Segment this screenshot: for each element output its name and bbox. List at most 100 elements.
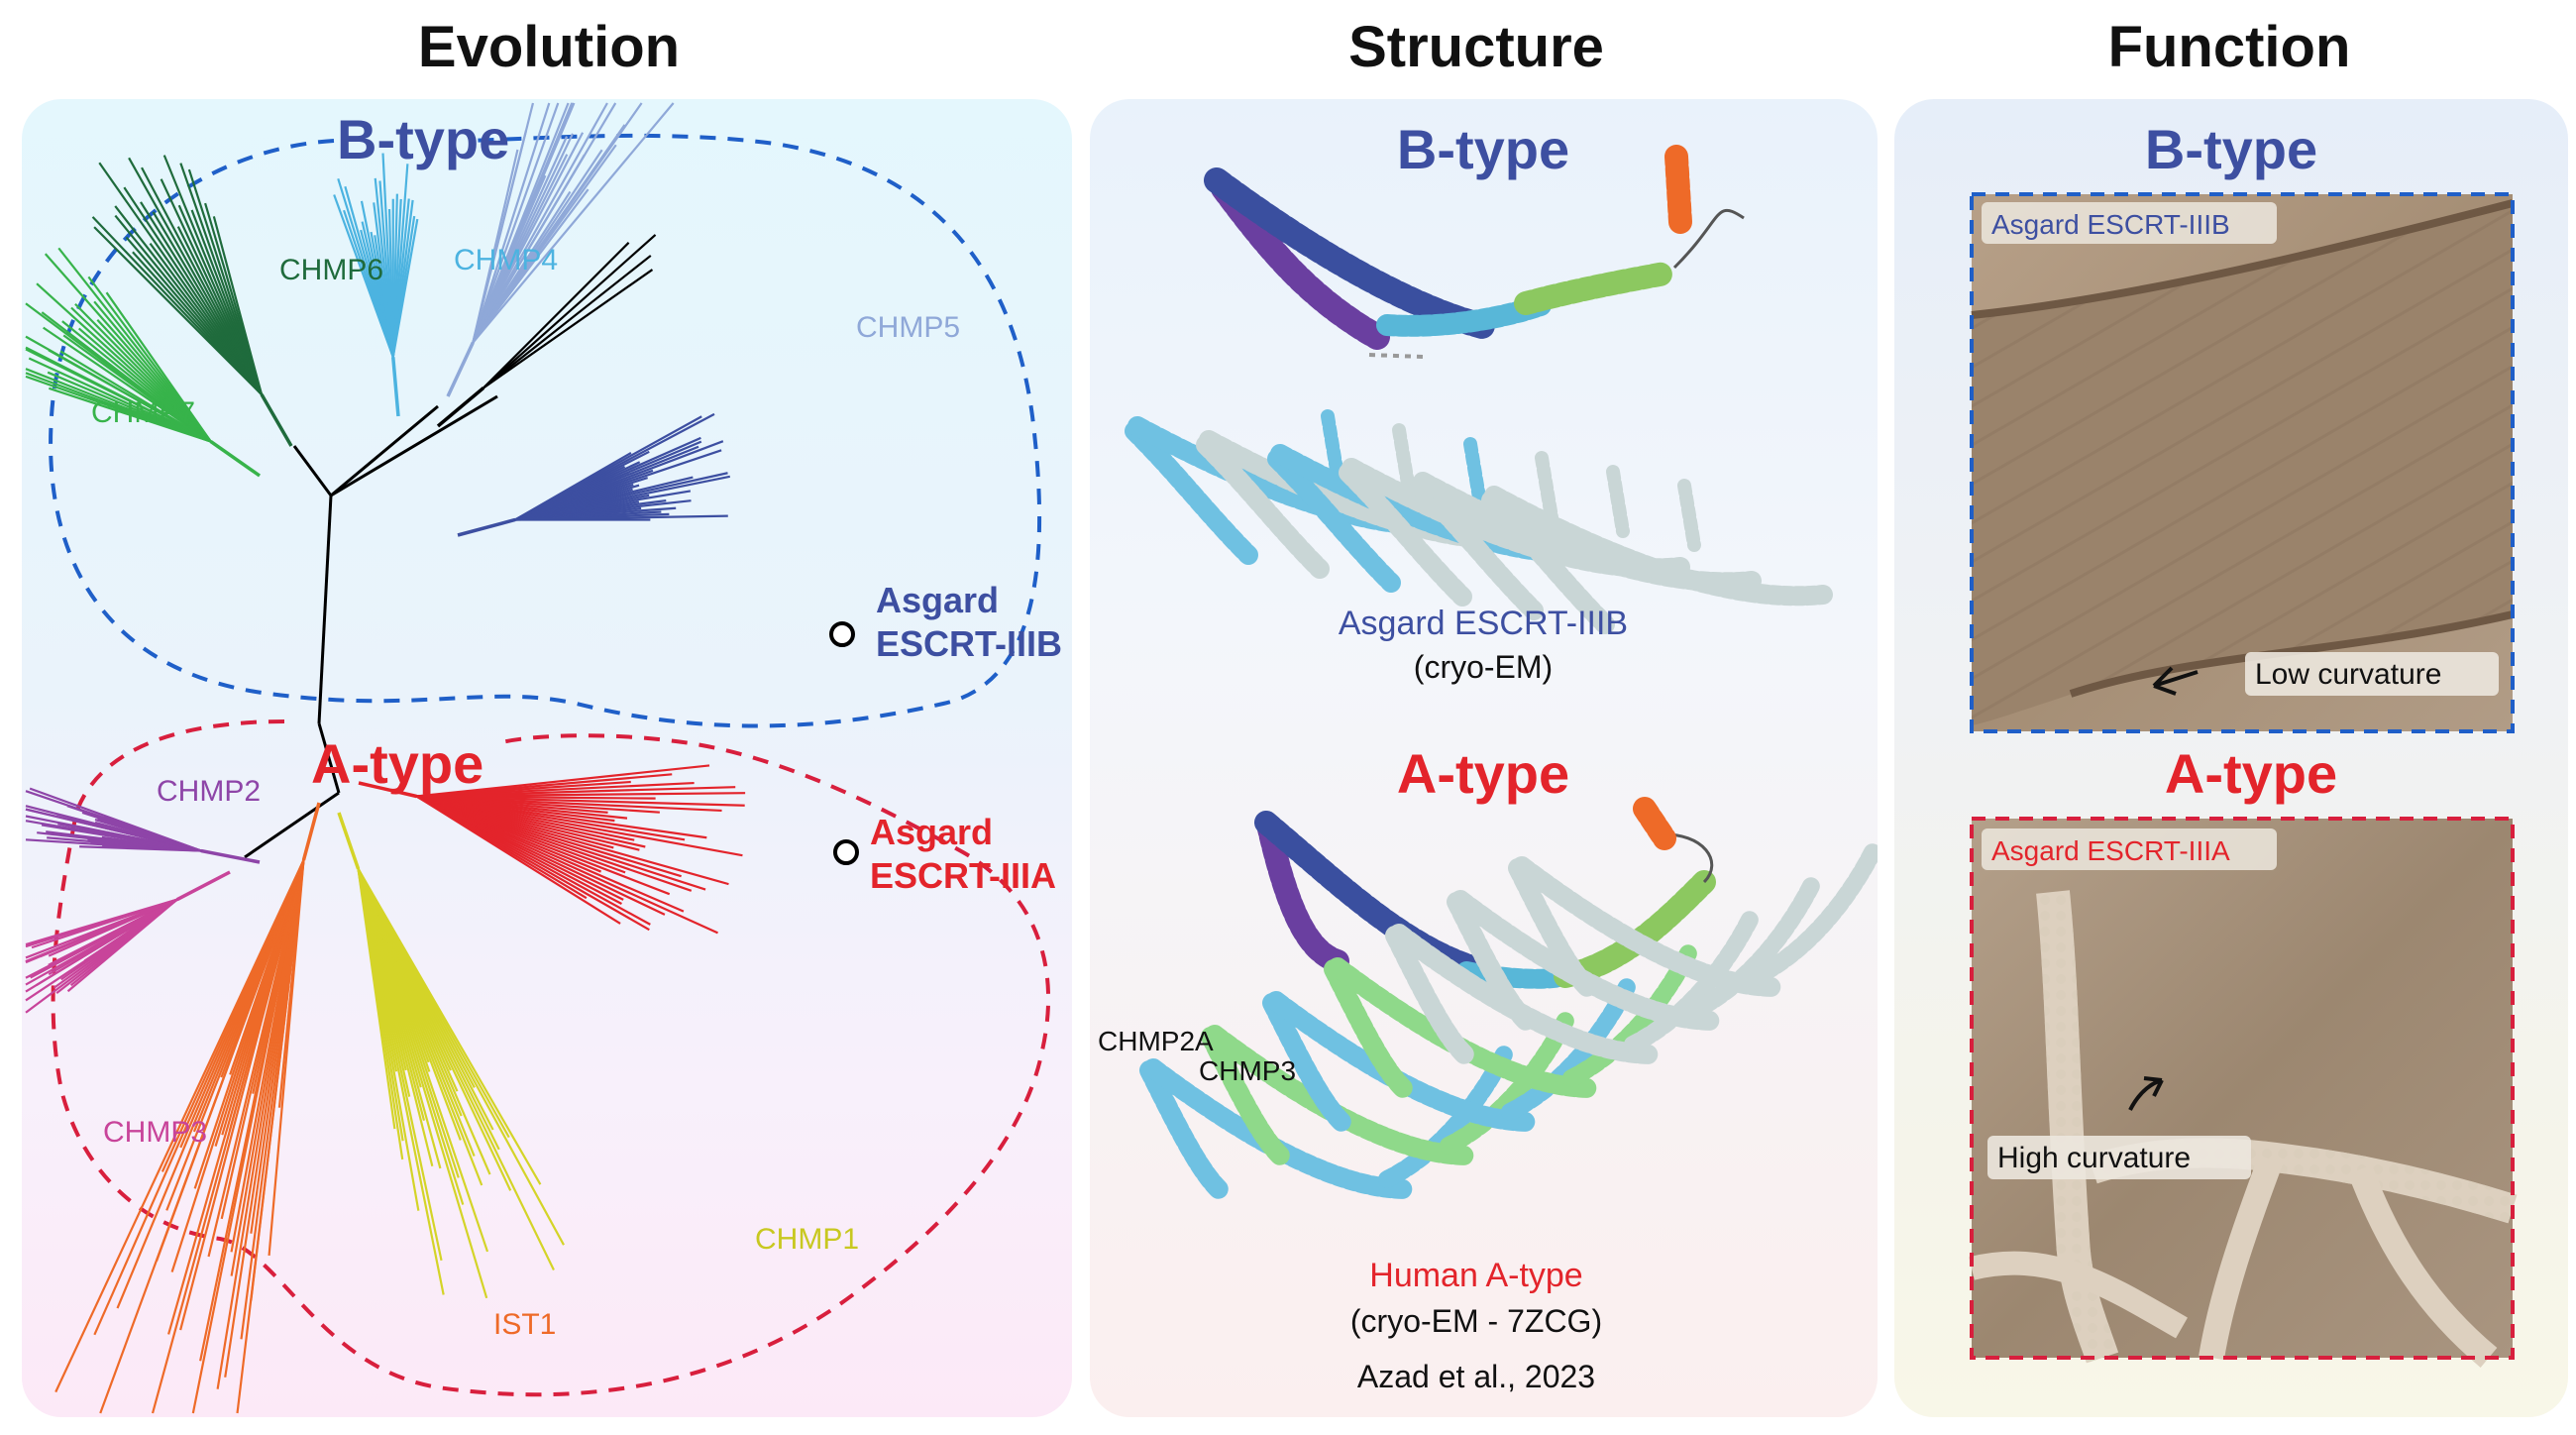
helix-segment bbox=[1484, 486, 1833, 607]
clade-chmp5: CHMP5 bbox=[856, 311, 960, 344]
chmp7-branch bbox=[25, 372, 212, 443]
struct-a-caption: Human A-type bbox=[1369, 1257, 1582, 1294]
chmp7-branch bbox=[36, 282, 212, 443]
struct-citation: Azad et al., 2023 bbox=[1357, 1359, 1595, 1394]
chmp5-branch bbox=[472, 102, 608, 344]
structure-title: Structure bbox=[1348, 15, 1604, 79]
chmp7-branch bbox=[105, 291, 212, 443]
asgard-a-branch bbox=[415, 795, 621, 925]
chmp2-branch bbox=[200, 848, 261, 864]
chmp5-branch bbox=[472, 130, 528, 343]
tree-backbone bbox=[330, 394, 498, 497]
helix-segment bbox=[1508, 858, 1597, 997]
asgard-b-label-line2: ESCRT-IIIB bbox=[876, 623, 1062, 664]
phylogenetic-tree: B-type A-type CHMP6 CHMP4 CHMP5 CHMP7 CH… bbox=[25, 102, 1062, 1414]
tree-backbone bbox=[292, 445, 333, 497]
asgard-b-label-line1: Asgard bbox=[876, 580, 999, 620]
black-branch bbox=[483, 269, 654, 389]
clade-chmp2: CHMP2 bbox=[157, 775, 261, 808]
chmp1-branch bbox=[337, 812, 361, 870]
func-b-annotation: Low curvature bbox=[2255, 658, 2441, 691]
structure-illustration: B-type Asgard ESCRT-IIIB (cryo-EM) A-typ… bbox=[1098, 118, 1878, 1394]
helix-segment bbox=[1410, 477, 1544, 620]
helix-segment bbox=[1747, 839, 1878, 986]
helix-segment bbox=[1321, 409, 1344, 483]
chmp5-branch bbox=[472, 102, 675, 344]
ist1-branch bbox=[54, 859, 305, 1393]
chmp3-branch bbox=[25, 898, 178, 979]
chmp7-branch bbox=[44, 253, 212, 443]
clade-chmp4: CHMP4 bbox=[454, 244, 558, 276]
helix-segment bbox=[1339, 463, 1472, 607]
asgard-a-marker bbox=[833, 839, 859, 865]
helix-segment bbox=[1139, 1060, 1229, 1199]
helix-segment bbox=[1463, 437, 1487, 510]
low-curvature-arrow bbox=[2152, 666, 2199, 696]
chmp5-branch bbox=[472, 132, 585, 344]
clade-ist1: IST1 bbox=[493, 1308, 556, 1341]
chmp3-branch bbox=[25, 898, 178, 948]
chmp7-branch bbox=[57, 247, 212, 443]
helix-segment bbox=[1262, 993, 1351, 1132]
helix-segment bbox=[1267, 449, 1401, 593]
helix-segment bbox=[1201, 1027, 1290, 1165]
chmp7-branch bbox=[209, 440, 262, 478]
asgard-a-label-line1: Asgard bbox=[870, 812, 993, 852]
tree-backbone bbox=[317, 722, 341, 794]
chmp6-branch bbox=[212, 216, 264, 395]
struct-b-method: (cryo-EM) bbox=[1414, 649, 1553, 685]
helix-segment bbox=[1447, 892, 1536, 1031]
chmp7-branch bbox=[28, 357, 212, 443]
chmp5-branch bbox=[472, 102, 560, 343]
black-branch bbox=[436, 386, 485, 428]
helix-segment bbox=[1685, 873, 1822, 1020]
function-panel: B-type Asgard ESCRT-IIIB Low curvature A… bbox=[1894, 99, 2568, 1417]
atype-micrograph: Asgard ESCRT-IIIA High curvature bbox=[1969, 817, 2518, 1368]
chmp4-branch bbox=[391, 357, 400, 417]
chmp5-branch bbox=[446, 341, 475, 397]
evolution-panel: B-type A-type CHMP6 CHMP4 CHMP5 CHMP7 CH… bbox=[22, 99, 1072, 1417]
btype-label: B-type bbox=[337, 108, 509, 170]
helix-segment bbox=[1385, 926, 1474, 1064]
struct-a-method: (cryo-EM - 7ZCG) bbox=[1350, 1303, 1602, 1339]
chmp5-branch bbox=[472, 102, 551, 343]
helix-segment bbox=[1535, 451, 1558, 524]
clade-chmp7: CHMP7 bbox=[91, 396, 195, 429]
chmp6-branch bbox=[260, 393, 293, 447]
func-atype-label: A-type bbox=[2165, 742, 2337, 805]
tree-backbone bbox=[330, 404, 439, 497]
helix-segment bbox=[1512, 856, 1785, 997]
helix-segment bbox=[1125, 421, 1258, 565]
function-micrographs: B-type Asgard ESCRT-IIIB Low curvature A… bbox=[1969, 118, 2518, 1368]
btype-monomer bbox=[1204, 145, 1745, 359]
helix-segment bbox=[1606, 465, 1630, 538]
func-a-annotation: High curvature bbox=[1997, 1142, 2191, 1174]
tree-backbone bbox=[317, 495, 333, 724]
clade-chmp6: CHMP6 bbox=[279, 254, 383, 286]
ist1-branch bbox=[301, 802, 321, 861]
chmp3-branch bbox=[175, 870, 231, 902]
tree-backbone bbox=[244, 791, 340, 859]
helix-segment bbox=[1196, 435, 1330, 579]
atype-filament bbox=[1139, 839, 1878, 1199]
btype-micrograph: Asgard ESCRT-IIIB Low curvature bbox=[1970, 192, 2515, 733]
struct-chmp2a-label: CHMP2A bbox=[1098, 1026, 1214, 1056]
chmp2-branch bbox=[57, 823, 202, 852]
struct-chmp3-label: CHMP3 bbox=[1199, 1055, 1296, 1086]
chmp7-branch bbox=[59, 350, 212, 443]
asgard-a-label-line2: ESCRT-IIIA bbox=[870, 855, 1056, 896]
tree-branches bbox=[25, 102, 746, 1414]
chmp7-branch bbox=[25, 346, 212, 443]
helix-segment bbox=[1324, 959, 1413, 1098]
asgard-b-marker bbox=[829, 621, 855, 647]
ist1-branch bbox=[207, 859, 305, 1258]
chmp4-branch bbox=[391, 218, 419, 358]
chmp5-branch bbox=[472, 154, 586, 344]
btype-filament bbox=[1125, 409, 1833, 634]
asgard-a-branch bbox=[358, 781, 417, 799]
function-title: Function bbox=[2107, 15, 2351, 79]
helix-segment bbox=[1677, 479, 1701, 552]
structure-panel: B-type Asgard ESCRT-IIIB (cryo-EM) A-typ… bbox=[1090, 99, 1878, 1417]
func-a-image-tag: Asgard ESCRT-IIIA bbox=[1991, 835, 2230, 866]
struct-btype-label: B-type bbox=[1397, 118, 1569, 180]
